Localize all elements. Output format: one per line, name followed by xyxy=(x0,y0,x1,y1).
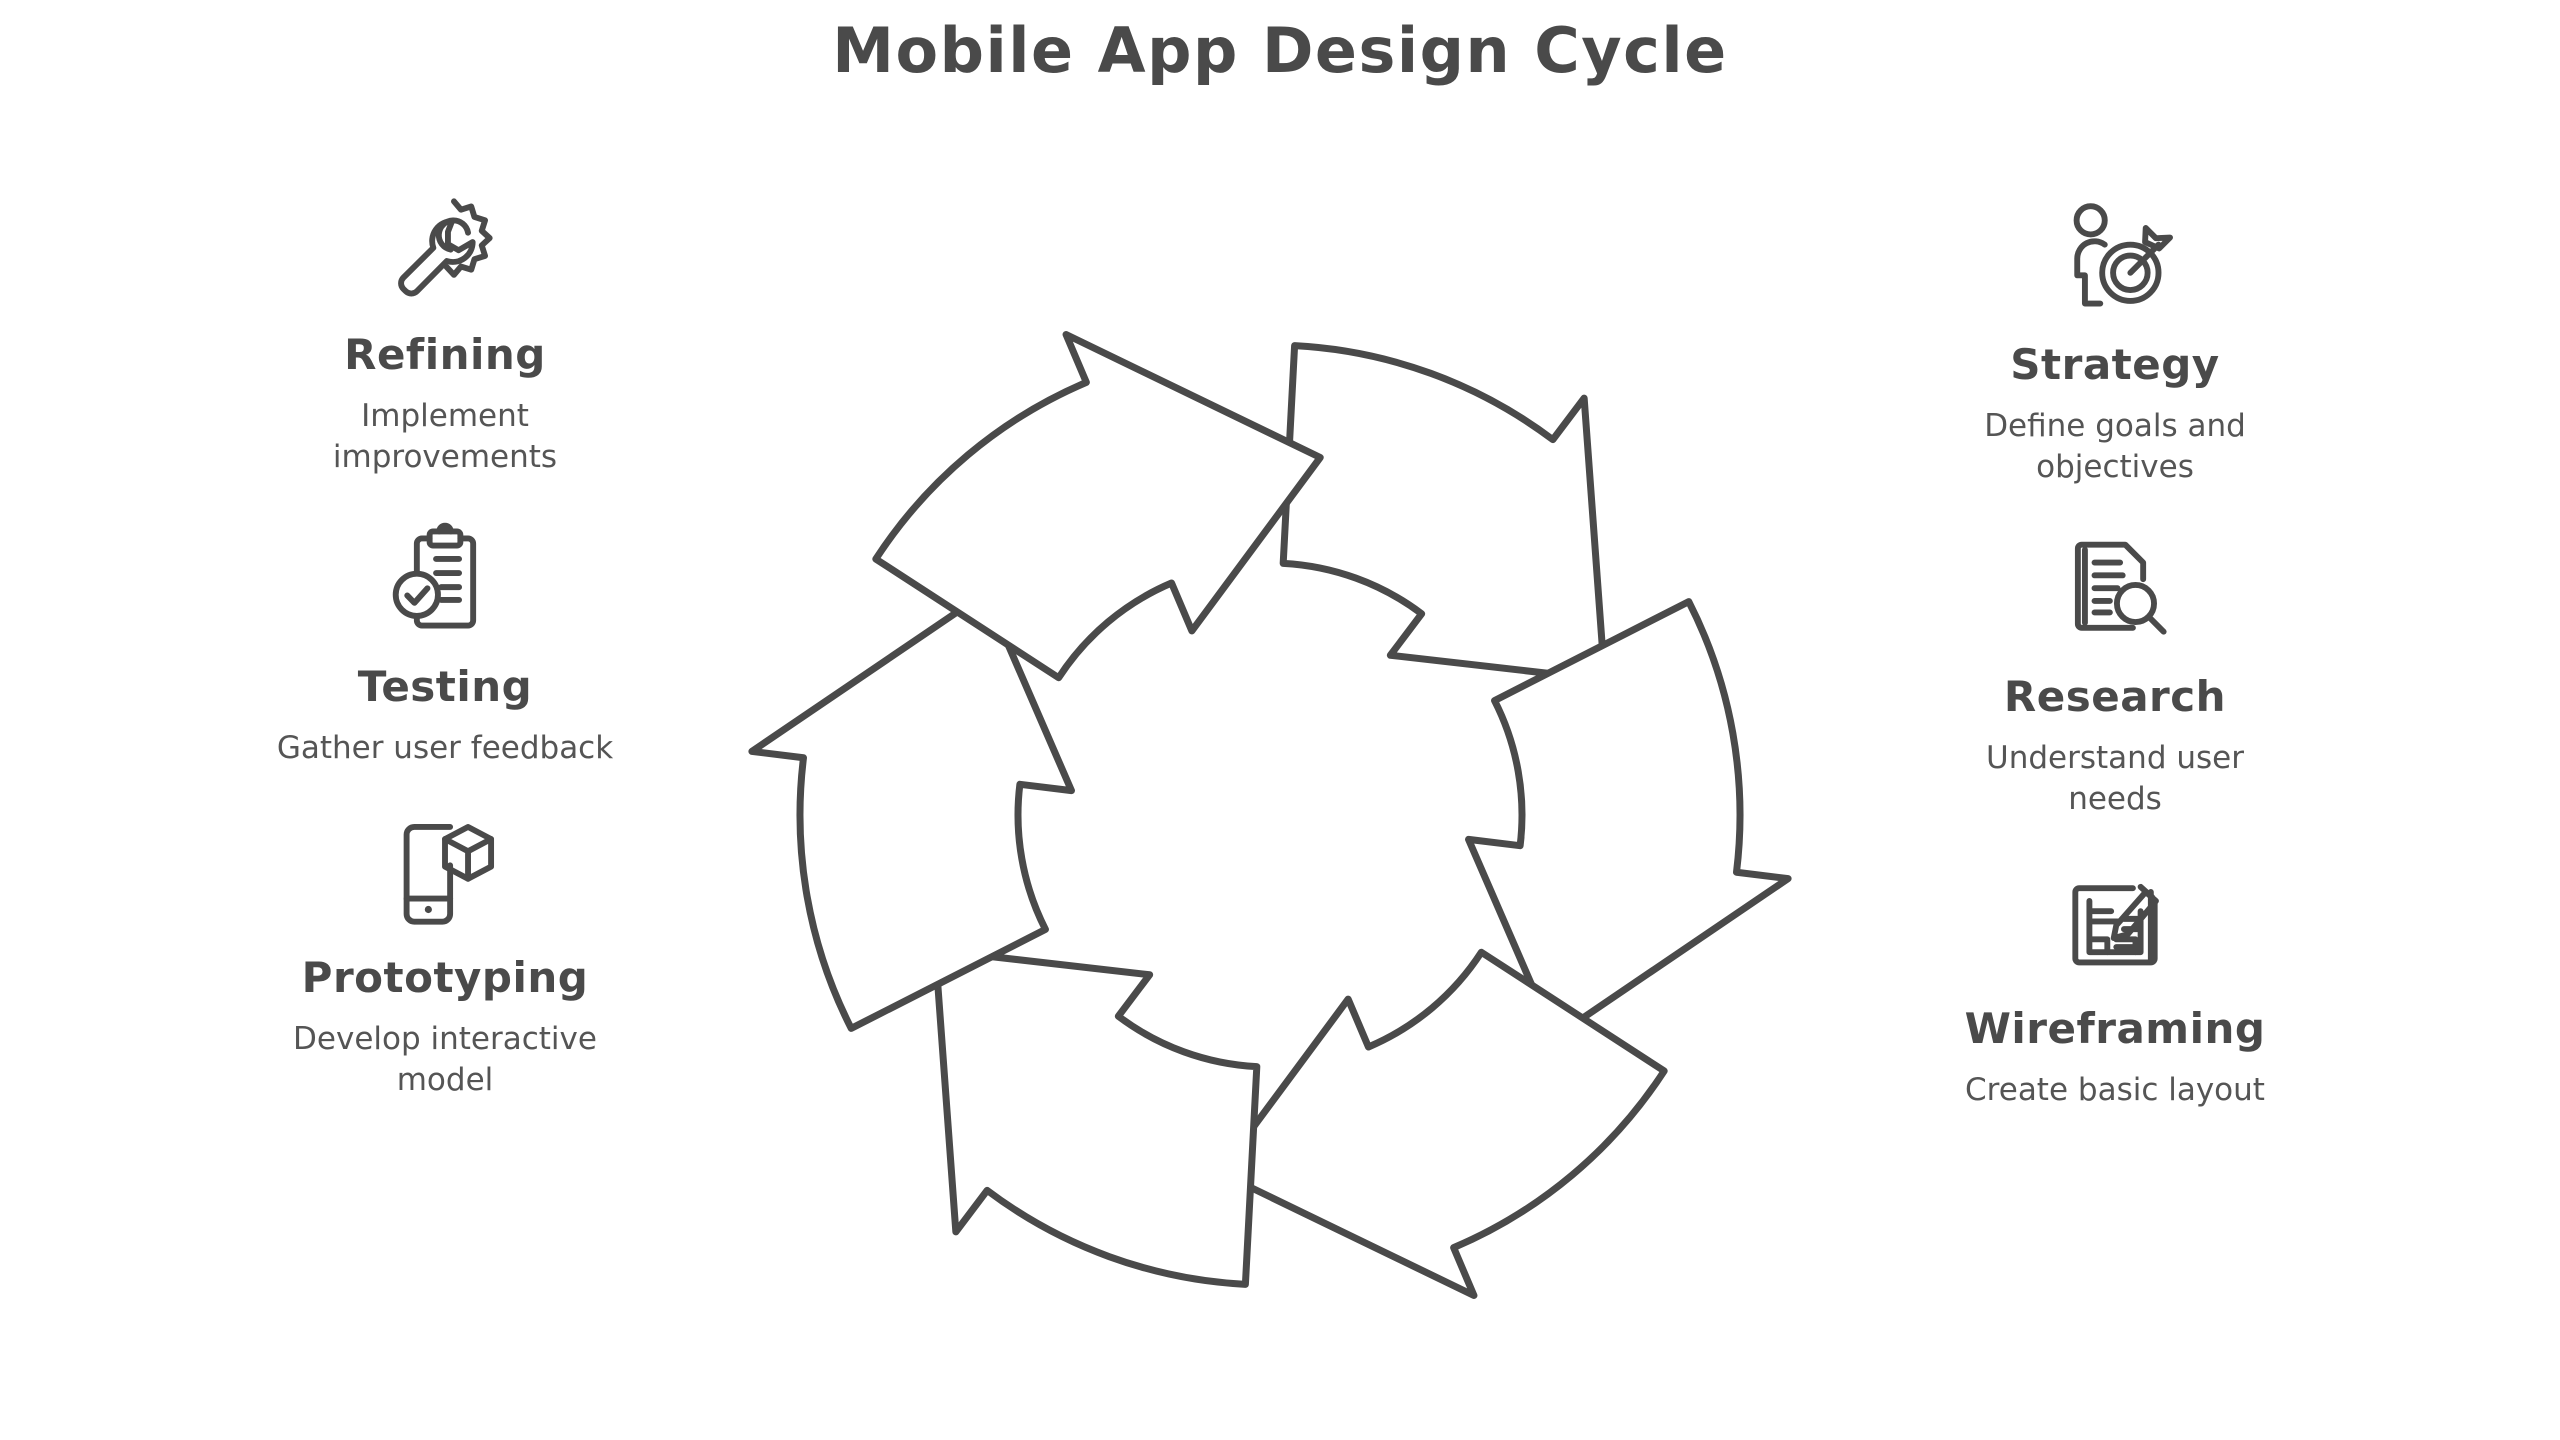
step-prototyping[interactable]: Prototyping Develop interactive model xyxy=(215,803,675,1101)
step-description: Implement improvements xyxy=(332,398,558,476)
step-description: Understand user needs xyxy=(1986,740,2244,818)
step-description: Create basic layout xyxy=(1965,1072,2265,1109)
cycle-arrow xyxy=(872,331,1324,682)
cycle-diagram xyxy=(690,235,1850,1395)
step-testing[interactable]: Testing Gather user feedback xyxy=(215,512,675,769)
step-refining[interactable]: Refining Implement improvements xyxy=(215,180,675,478)
page-title: Mobile App Design Cycle xyxy=(832,14,1728,87)
cycle-diagram-svg xyxy=(748,331,1792,1299)
cycle-arrow xyxy=(1279,342,1609,684)
person-target-icon xyxy=(2040,190,2190,330)
right-step-column: Strategy Define goals and objectives Res… xyxy=(1805,180,2425,1111)
step-strategy[interactable]: Strategy Define goals and objectives xyxy=(1885,190,2345,488)
step-description: Gather user feedback xyxy=(276,730,614,767)
phone-cube-icon xyxy=(370,803,520,943)
step-title: Wireframing xyxy=(1964,1004,2266,1053)
step-description: Define goals and objectives xyxy=(1984,408,2246,486)
wrench-gear-icon xyxy=(370,180,520,320)
cycle-arrow xyxy=(1465,598,1792,1041)
step-title: Strategy xyxy=(2010,340,2220,389)
clipboard-check-icon xyxy=(370,512,520,652)
cycle-arrow xyxy=(1216,948,1668,1299)
document-magnifier-icon xyxy=(2040,522,2190,662)
left-step-column: Refining Implement improvements Testing … xyxy=(135,180,755,1101)
blueprint-pencil-icon xyxy=(2040,854,2190,994)
step-title: Research xyxy=(2003,672,2227,721)
cycle-arrow xyxy=(931,946,1261,1288)
step-research[interactable]: Research Understand user needs xyxy=(1885,522,2345,820)
step-title: Refining xyxy=(344,330,546,379)
step-wireframing[interactable]: Wireframing Create basic layout xyxy=(1885,854,2345,1111)
step-description: Develop interactive model xyxy=(293,1021,597,1099)
step-title: Prototyping xyxy=(301,953,589,1003)
step-title: Testing xyxy=(357,662,533,711)
cycle-arrow xyxy=(748,589,1075,1032)
